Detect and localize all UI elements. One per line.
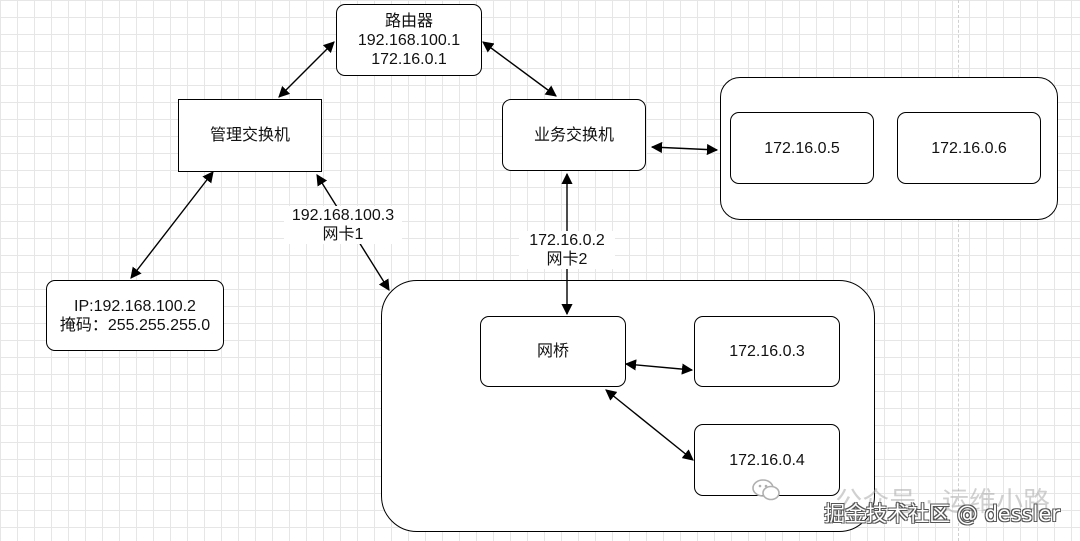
bridge-node[interactable]: 网桥 <box>480 316 626 387</box>
router-title: 路由器 <box>384 12 433 30</box>
link-biz-vmgroup <box>650 141 719 156</box>
link-bridge-vm4 <box>605 389 694 461</box>
nic1-ip: 192.168.100.3 <box>291 207 395 224</box>
mgmt-switch-node[interactable]: 管理交换机 <box>178 99 322 172</box>
guide-dashed-line <box>958 0 959 541</box>
link-bridge-vm3 <box>624 359 694 375</box>
vm-label: 172.16.0.3 <box>729 343 805 360</box>
vm-node-172-16-0-5[interactable]: 172.16.0.5 <box>730 112 874 184</box>
mgmt-switch-label: 管理交换机 <box>209 127 290 144</box>
vm-node-172-16-0-4[interactable]: 172.16.0.4 <box>694 424 840 496</box>
bridge-label: 网桥 <box>536 343 569 360</box>
router-ip-2: 172.16.0.1 <box>371 50 447 68</box>
link-mgmt-client <box>130 171 214 279</box>
vm-label: 172.16.0.6 <box>931 139 1007 157</box>
vm-node-172-16-0-3[interactable]: 172.16.0.3 <box>694 316 840 387</box>
client-node[interactable]: IP:192.168.100.2 掩码：255.255.255.0 <box>46 280 224 351</box>
nic1-name: 网卡1 <box>322 226 364 243</box>
biz-switch-node[interactable]: 业务交换机 <box>502 99 646 171</box>
nic1-label: 192.168.100.3 网卡1 <box>284 206 402 244</box>
link-router-biz <box>482 41 557 97</box>
client-mask: 掩码：255.255.255.0 <box>59 316 211 334</box>
vm-label: 172.16.0.4 <box>729 451 805 469</box>
client-ip: IP:192.168.100.2 <box>74 297 196 315</box>
router-node[interactable]: 路由器 192.168.100.1 172.16.0.1 <box>336 4 482 76</box>
vm-label: 172.16.0.5 <box>764 139 840 157</box>
biz-switch-label: 业务交换机 <box>533 126 614 144</box>
nic2-label: 172.16.0.2 网卡2 <box>519 231 615 269</box>
vm-node-172-16-0-6[interactable]: 172.16.0.6 <box>897 112 1041 184</box>
watermark-juejin: 掘金技术社区 @ dessler <box>824 502 1060 526</box>
router-ip-1: 192.168.100.1 <box>357 31 461 49</box>
nic2-name: 网卡2 <box>546 251 588 268</box>
watermark-wechat: 公众号 · 运维小路 <box>835 487 1050 518</box>
nic2-ip: 172.16.0.2 <box>529 232 605 249</box>
link-mgmt-router <box>278 41 335 98</box>
wechat-icon <box>752 479 780 501</box>
